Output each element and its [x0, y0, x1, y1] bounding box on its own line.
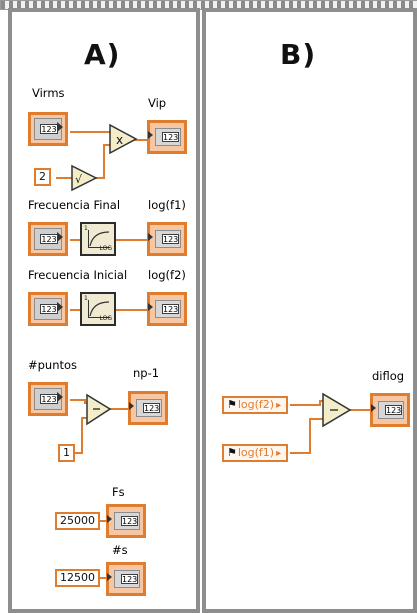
label-puntos: #puntos [28, 358, 78, 372]
local-variable-arrow-icon: ▸ [276, 400, 282, 411]
indicator-vip-terminal: 123 [162, 132, 179, 142]
control-frecuencia-final-inner: 123 [34, 228, 62, 250]
indicator-vip[interactable]: 123 [147, 120, 187, 154]
log-vi-inicial-label: LOG [99, 315, 112, 322]
log-vi-inicial[interactable]: 1 LOG [80, 292, 116, 326]
control-frecuencia-final[interactable]: 123 [28, 222, 68, 256]
indicator-diflog[interactable]: 123 [370, 393, 410, 427]
label-virms: Virms [32, 86, 65, 100]
indicator-log-f1-input-icon [148, 233, 153, 241]
local-variable-log-f1-label: log(f1) [237, 446, 275, 459]
label-diflog: diflog [372, 369, 405, 383]
log-vi-inicial-sup: 1 [84, 295, 88, 302]
local-variable-log-f2-label: log(f2) [237, 398, 275, 411]
control-virms-terminal: 123 [40, 124, 58, 134]
indicator-fs-terminal: 123 [121, 516, 138, 526]
control-frecuencia-inicial[interactable]: 123 [28, 292, 68, 326]
control-frecuencia-final-output-icon [57, 232, 63, 242]
local-variable-arrow-icon: ▸ [276, 448, 282, 459]
label-fs: Fs [112, 485, 125, 499]
label-frecuencia-final: Frecuencia Final [28, 198, 121, 212]
label-np-1: np-1 [133, 366, 160, 380]
label-vip: Vip [148, 96, 167, 110]
constant-1[interactable]: 1 [58, 444, 75, 462]
indicator-vip-inner: 123 [155, 128, 181, 146]
indicator-diflog-inner: 123 [378, 401, 404, 419]
control-puntos-terminal: 123 [40, 394, 58, 404]
indicator-np-1[interactable]: 123 [128, 391, 168, 425]
constant-12500[interactable]: 12500 [55, 569, 100, 587]
control-frecuencia-inicial-output-icon [57, 302, 63, 312]
log-vi-final-sup: 1 [84, 225, 88, 232]
constant-25000[interactable]: 25000 [55, 512, 100, 530]
control-puntos-output-icon [57, 392, 63, 402]
indicator-log-f1-terminal: 123 [162, 234, 179, 244]
local-variable-icon: ⚑ [227, 398, 237, 411]
log-curve-icon [88, 300, 110, 318]
indicator-fs[interactable]: 123 [106, 504, 146, 538]
indicator-log-f2-inner: 123 [155, 300, 181, 318]
indicator-log-f1-inner: 123 [155, 230, 181, 248]
label-log-f1: log(f1) [148, 198, 186, 212]
indicator-s-inner: 123 [114, 570, 140, 588]
indicator-np-1-inner: 123 [136, 399, 162, 417]
indicator-diflog-terminal: 123 [385, 405, 402, 415]
indicator-s[interactable]: 123 [106, 562, 146, 596]
local-variable-log-f1[interactable]: ⚑log(f1)▸ [222, 444, 289, 462]
indicator-np-1-input-icon [129, 402, 134, 410]
label-log-f2: log(f2) [148, 268, 186, 282]
frame-b [202, 8, 417, 613]
indicator-s-input-icon [107, 573, 112, 581]
control-puntos[interactable]: 123 [28, 382, 68, 416]
log-vi-final-label: LOG [99, 245, 112, 252]
indicator-fs-input-icon [107, 515, 112, 523]
control-virms[interactable]: 123 [28, 112, 68, 146]
indicator-vip-input-icon [148, 131, 153, 139]
indicator-s-terminal: 123 [121, 574, 138, 584]
control-virms-output-icon [57, 122, 63, 132]
indicator-log-f1[interactable]: 123 [147, 222, 187, 256]
control-frecuencia-inicial-terminal: 123 [40, 304, 58, 314]
label-frecuencia-inicial: Frecuencia Inicial [28, 268, 128, 282]
local-variable-icon: ⚑ [227, 446, 237, 459]
constant-2[interactable]: 2 [34, 168, 51, 186]
indicator-log-f2-input-icon [148, 303, 153, 311]
frame-a-title: A) [84, 38, 121, 71]
indicator-np-1-terminal: 123 [143, 403, 160, 413]
local-variable-log-f2[interactable]: ⚑log(f2)▸ [222, 396, 289, 414]
control-frecuencia-final-terminal: 123 [40, 234, 58, 244]
frame-b-title: B) [280, 38, 317, 71]
indicator-diflog-input-icon [371, 404, 376, 412]
label-s: #s [112, 543, 128, 557]
indicator-log-f2-terminal: 123 [162, 304, 179, 314]
indicator-fs-inner: 123 [114, 512, 140, 530]
log-vi-final[interactable]: 1 LOG [80, 222, 116, 256]
log-curve-icon [88, 230, 110, 248]
indicator-log-f2[interactable]: 123 [147, 292, 187, 326]
